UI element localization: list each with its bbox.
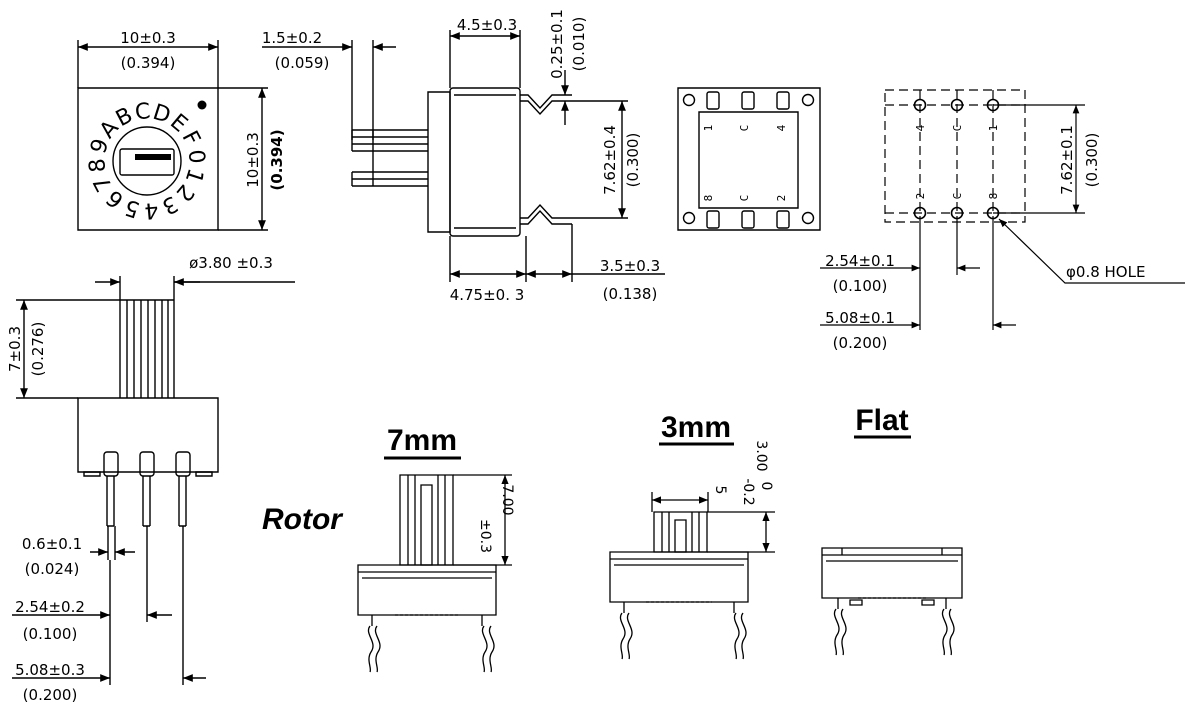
side-view	[12, 276, 295, 685]
rotor-3mm-drawing	[610, 492, 775, 659]
bottom-pin-1: 1	[702, 125, 715, 132]
rotor-7mm-height-a: 7.00	[499, 484, 515, 515]
lead-thk-in: (0.010)	[570, 17, 588, 72]
dial-char: 0	[183, 149, 209, 165]
body-width-mm: 4.5±0.3	[457, 16, 517, 34]
bottom-view-body	[678, 88, 820, 230]
side-view-body	[78, 398, 218, 472]
bottom-pin-8: 8	[702, 195, 715, 202]
top-height-in: (0.394)	[268, 129, 286, 190]
body-length-mm: 4.75±0. 3	[450, 286, 525, 304]
dial-char: 8	[85, 157, 111, 173]
pcb-layout	[820, 90, 1185, 330]
bottom-view	[678, 88, 820, 230]
dial-char: D	[150, 100, 174, 129]
bottom-pin-c-bottom: C	[738, 195, 751, 202]
option-flat-title: Flat	[855, 404, 908, 437]
top-width-mm: 10±0.3	[120, 29, 176, 47]
pin-span-mm: 7.62±0.4	[601, 125, 619, 195]
option-3mm-title: 3mm	[661, 411, 731, 444]
top-view	[78, 40, 268, 230]
pcb-pin-8: 8	[987, 193, 1000, 200]
side-height-in: (0.276)	[29, 322, 47, 377]
option-7mm-title: 7mm	[387, 424, 457, 457]
lead-thickness-in: (0.059)	[275, 54, 330, 72]
pin-width-mm: 0.6±0.1	[22, 535, 82, 553]
side-pitch-in: (0.100)	[23, 625, 78, 643]
pcb-row-in: (0.200)	[833, 334, 888, 352]
lead-thk-mm: 0.25±0.1	[548, 9, 566, 79]
dial-knob	[113, 127, 181, 195]
rotor-label: Rotor	[262, 503, 344, 536]
pin-width-in: (0.024)	[25, 560, 80, 578]
lead-thickness-mm: 1.5±0.2	[262, 29, 322, 47]
pin-span-in: (0.300)	[624, 133, 642, 188]
top-height-mm: 10±0.3	[244, 132, 262, 188]
rotor-flat-drawing	[822, 548, 962, 655]
bottom-pin-2: 2	[775, 195, 788, 202]
shaft-diameter: ø3.80 ±0.3	[189, 254, 273, 272]
rotor-7mm-drawing	[358, 475, 512, 672]
pcb-pin-c-top: C	[951, 125, 964, 132]
pcb-pitch-mm: 2.54±0.1	[825, 252, 895, 270]
pcb-pin-1: 1	[987, 125, 1000, 132]
lead-view	[262, 40, 428, 186]
lead-length-mm: 3.5±0.3	[600, 257, 660, 275]
pcb-pin-c-bottom: C	[951, 193, 964, 200]
top-width-in: (0.394)	[121, 54, 176, 72]
dial-char: 4	[143, 197, 159, 223]
front-view-body	[450, 88, 520, 236]
pcb-row-mm: 5.08±0.1	[825, 309, 895, 327]
bottom-pin-4: 4	[775, 124, 788, 131]
dial-char: C	[134, 99, 151, 125]
lead-length-in: (0.138)	[603, 285, 658, 303]
side-row-in: (0.200)	[23, 686, 78, 704]
rotor-3mm-height-a: 3.00	[753, 440, 769, 471]
rotor-3mm-width: 5	[712, 486, 728, 495]
pcb-pin-4: 4	[914, 124, 927, 131]
side-height-mm: 7±0.3	[6, 326, 24, 372]
hole-label: φ0.8 HOLE	[1066, 263, 1145, 281]
rotor-3mm-height-b: 0	[758, 482, 774, 491]
side-pitch-mm: 2.54±0.2	[15, 598, 85, 616]
front-view	[428, 30, 665, 282]
rotor-3mm-height-c: -0.2	[740, 478, 756, 505]
pcb-pin-2: 2	[914, 193, 927, 200]
rotor-7mm-height-b: ±0.3	[477, 519, 493, 553]
bottom-pin-c-top: C	[738, 125, 751, 132]
orientation-dot	[197, 100, 207, 110]
pcb-span-mm: 7.62±0.1	[1058, 125, 1076, 195]
top-view-body	[78, 88, 218, 230]
pcb-span-in: (0.300)	[1083, 133, 1101, 188]
pcb-pitch-in: (0.100)	[833, 277, 888, 295]
side-row-mm: 5.08±0.3	[15, 661, 85, 679]
dial-slot	[120, 149, 174, 175]
